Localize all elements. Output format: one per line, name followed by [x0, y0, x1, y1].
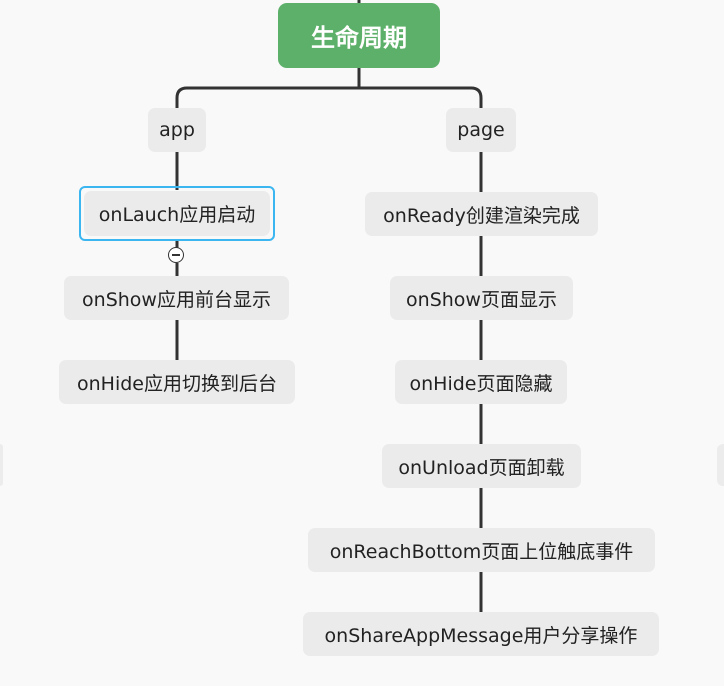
page-node-onshareappmessage[interactable]: onShareAppMessage用户分享操作 — [303, 612, 659, 656]
root-node[interactable]: 生命周期 — [278, 3, 440, 68]
collapse-icon[interactable] — [168, 247, 184, 263]
selection-outline — [79, 186, 275, 241]
page-node-onreachbottom[interactable]: onReachBottom页面上位触底事件 — [308, 528, 655, 572]
page-node-onhide[interactable]: onHide页面隐藏 — [395, 360, 567, 404]
page-node-onunload[interactable]: onUnload页面卸载 — [382, 444, 581, 488]
branch-node-app[interactable]: app — [148, 108, 206, 152]
page-node-onshow[interactable]: onShow页面显示 — [390, 276, 573, 320]
offscreen-node-right[interactable] — [717, 444, 724, 486]
app-node-onhide[interactable]: onHide应用切换到后台 — [59, 360, 295, 404]
offscreen-node-left[interactable] — [0, 444, 3, 486]
branch-node-page[interactable]: page — [446, 108, 516, 152]
page-node-onready[interactable]: onReady创建渲染完成 — [365, 192, 598, 236]
app-node-onlauch[interactable]: onLauch应用启动 — [84, 191, 270, 236]
app-node-onshow[interactable]: onShow应用前台显示 — [64, 276, 289, 320]
